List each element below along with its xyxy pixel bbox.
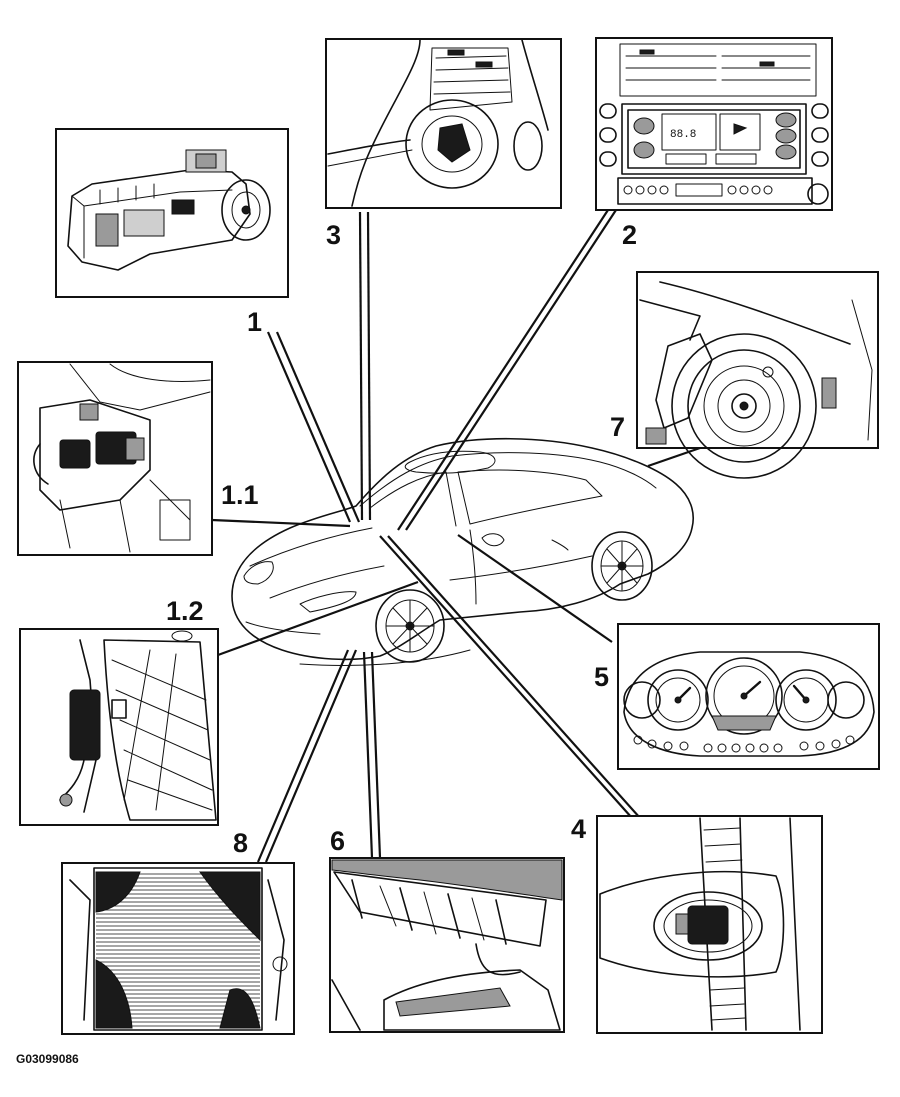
callout-4: 4	[571, 814, 586, 844]
callout-6: 6	[330, 826, 345, 856]
callout-1: 1	[247, 307, 262, 337]
car-illustration	[231, 437, 694, 666]
leader-4	[379, 535, 633, 819]
callout-labels: 1 1.1 1.2 2 3 4 5 6 7 8	[166, 220, 637, 858]
leader-2	[397, 209, 609, 531]
callout-1-2: 1.2	[166, 596, 204, 626]
panel-8-condenser	[61, 862, 295, 1035]
leader-1-1	[211, 518, 351, 528]
callout-7: 7	[610, 412, 625, 442]
leader-5	[457, 534, 613, 643]
panel-1-2-sensor	[19, 628, 219, 826]
panel-6-underbody	[329, 857, 565, 1033]
panel-1-1-actuator	[17, 361, 213, 556]
leader-8	[256, 649, 350, 863]
panel-2-climate-control: 88.8	[595, 37, 833, 211]
figure-id: G03099086	[16, 1052, 79, 1066]
leader-7	[647, 446, 701, 468]
callout-1-1: 1.1	[221, 480, 259, 510]
leader-1	[266, 331, 352, 523]
panel-1-heater-box	[55, 128, 289, 298]
panel-5-instrument-cluster	[617, 623, 880, 770]
callout-3: 3	[326, 220, 341, 250]
panel-3-vent	[325, 38, 562, 209]
panel-4-interior-sensor	[596, 815, 823, 1034]
leader-1-2	[217, 580, 419, 657]
panel-7-compressor	[636, 271, 879, 479]
callout-5: 5	[594, 662, 609, 692]
climate-display-reading: 88.8	[670, 129, 696, 141]
leader-6	[362, 651, 374, 859]
callout-8: 8	[233, 828, 248, 858]
leader-3	[358, 211, 364, 521]
callout-2: 2	[622, 220, 637, 250]
leader-lines	[211, 209, 701, 863]
